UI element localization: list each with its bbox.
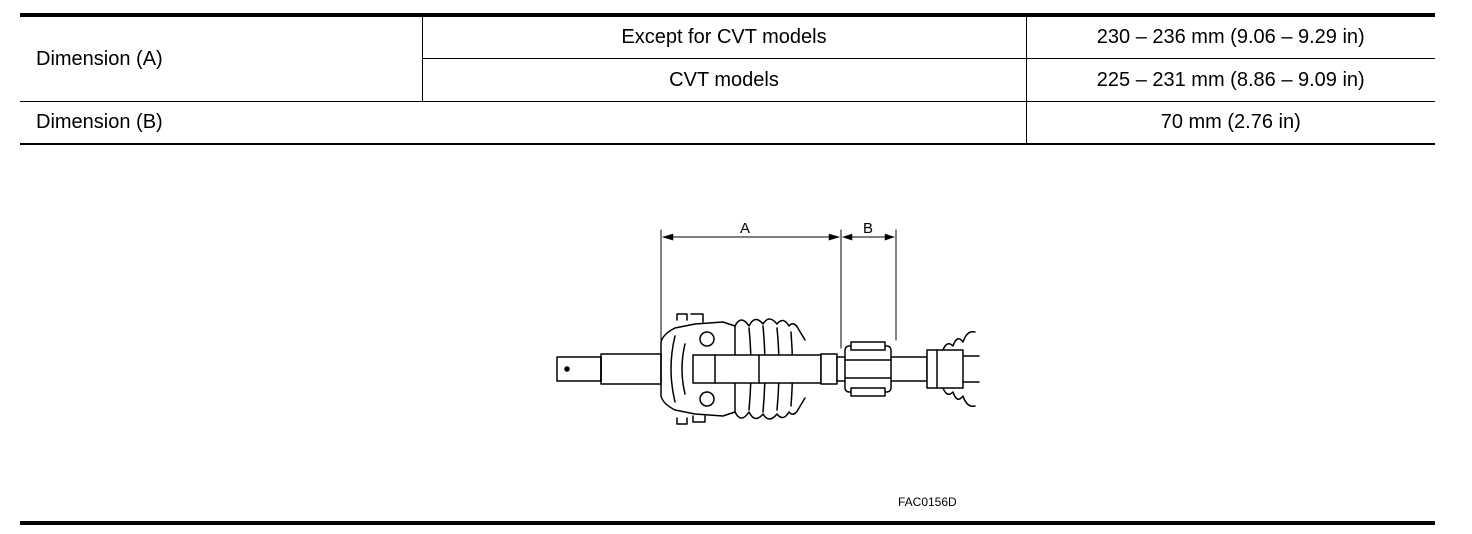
table-row: Dimension (B) 70 mm (2.76 in) (20, 101, 1435, 145)
value-cell: 230 – 236 mm (9.06 – 9.29 in) (1025, 15, 1435, 59)
table-row: CVT models 225 – 231 mm (8.86 – 9.09 in) (20, 58, 1435, 102)
value-cell: 70 mm (2.76 in) (1025, 101, 1435, 145)
condition-cell: Except for CVT models (421, 15, 1026, 59)
bottom-rule (20, 521, 1435, 525)
dimension-a-marker: A (660, 220, 842, 349)
stub-shaft (556, 353, 662, 385)
drive-shaft-diagram: A B (556, 220, 980, 425)
label-b: B (863, 220, 873, 237)
specification-table: Dimension (A) Except for CVT models 230 … (20, 13, 1435, 145)
dimension-a-label: Dimension (A) (20, 15, 422, 102)
inner-boot (926, 330, 980, 408)
table-row: Dimension (A) Except for CVT models 230 … (20, 15, 1435, 102)
value-cell: 225 – 231 mm (8.86 – 9.09 in) (1025, 58, 1435, 102)
label-a: A (740, 220, 750, 237)
figure-code: FAC0156D (898, 495, 957, 509)
shaft-damper (844, 341, 892, 397)
cv-joint (660, 313, 736, 425)
condition-cell: CVT models (421, 58, 1026, 102)
dimension-b-marker: B (842, 220, 897, 341)
dimension-b-label: Dimension (B) (20, 101, 1026, 145)
main-shaft (692, 353, 928, 385)
